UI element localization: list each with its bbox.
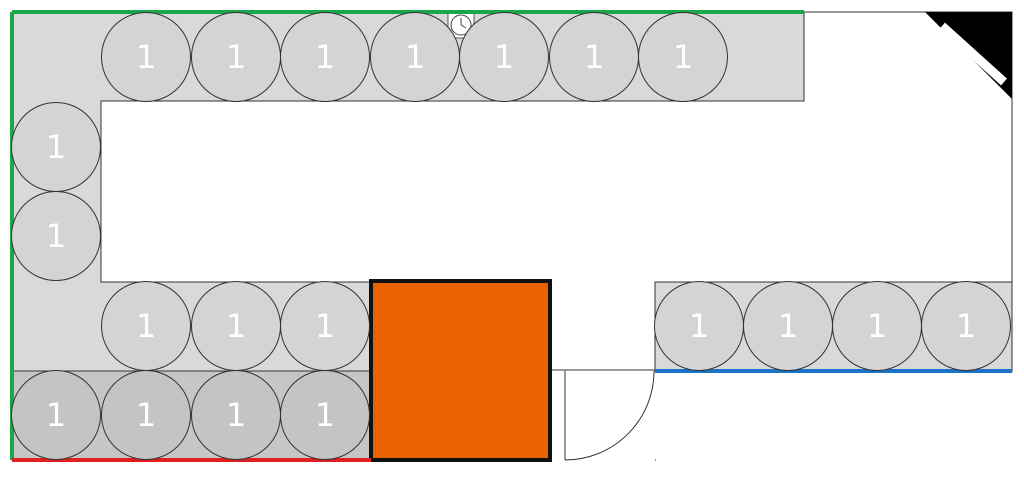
seat-top-row-6: 1	[549, 12, 639, 102]
window-icon	[925, 12, 1012, 99]
seat-label: 1	[673, 38, 693, 76]
door-icon	[564, 370, 655, 461]
seat-label: 1	[689, 307, 709, 345]
seat-bottom-row-2: 1	[101, 370, 191, 460]
seat-circle	[11, 370, 101, 460]
seat-label: 1	[315, 396, 335, 434]
seat-label: 1	[315, 307, 335, 345]
seat-middle-row-3: 1	[280, 281, 370, 371]
seat-circle	[459, 12, 549, 102]
seat-circle	[638, 12, 728, 102]
seat-circle	[101, 370, 191, 460]
seat-right-row-3: 1	[832, 281, 922, 371]
seat-bottom-row-4: 1	[280, 370, 370, 460]
seat-label: 1	[315, 38, 335, 76]
seat-top-row-3: 1	[280, 12, 370, 102]
seat-label: 1	[136, 396, 156, 434]
seat-label: 1	[405, 38, 425, 76]
seat-top-row-2: 1	[191, 12, 281, 102]
seat-label: 1	[867, 307, 887, 345]
seat-right-row-4: 1	[921, 281, 1011, 371]
seat-label: 1	[584, 38, 604, 76]
outline-gap-door	[551, 372, 655, 464]
seat-right-row-2: 1	[743, 281, 833, 371]
seat-label: 1	[956, 307, 976, 345]
seat-label: 1	[494, 38, 514, 76]
outline-gap-bottom-right	[656, 372, 1014, 464]
seat-left-column-1: 1	[11, 102, 101, 192]
seat-label: 1	[46, 128, 66, 166]
seat-label: 1	[226, 38, 246, 76]
seat-label: 1	[226, 307, 246, 345]
seat-top-row-1: 1	[101, 12, 191, 102]
seat-right-row-1: 1	[654, 281, 744, 371]
seat-label: 1	[226, 396, 246, 434]
seat-middle-row-2: 1	[191, 281, 281, 371]
seat-circle	[101, 12, 191, 102]
seat-circle	[11, 191, 101, 281]
seats: 1 1 1 1 1 1 1 1 1 1 1 1 1 1 1 1 1 1 1 1	[11, 12, 1011, 460]
seat-top-row-4: 1	[370, 12, 460, 102]
seat-top-row-7: 1	[638, 12, 728, 102]
seat-label: 1	[136, 307, 156, 345]
seat-label: 1	[778, 307, 798, 345]
seat-top-row-5: 1	[459, 12, 549, 102]
seat-middle-row-1: 1	[101, 281, 191, 371]
seat-label: 1	[136, 38, 156, 76]
seat-bottom-row-1: 1	[11, 370, 101, 460]
seat-circle	[280, 370, 370, 460]
seat-circle	[921, 281, 1011, 371]
seat-label: 1	[46, 396, 66, 434]
orange-block	[369, 279, 552, 462]
seat-label: 1	[46, 217, 66, 255]
seat-circle	[280, 12, 370, 102]
seat-bottom-row-3: 1	[191, 370, 281, 460]
seat-left-column-2: 1	[11, 191, 101, 281]
